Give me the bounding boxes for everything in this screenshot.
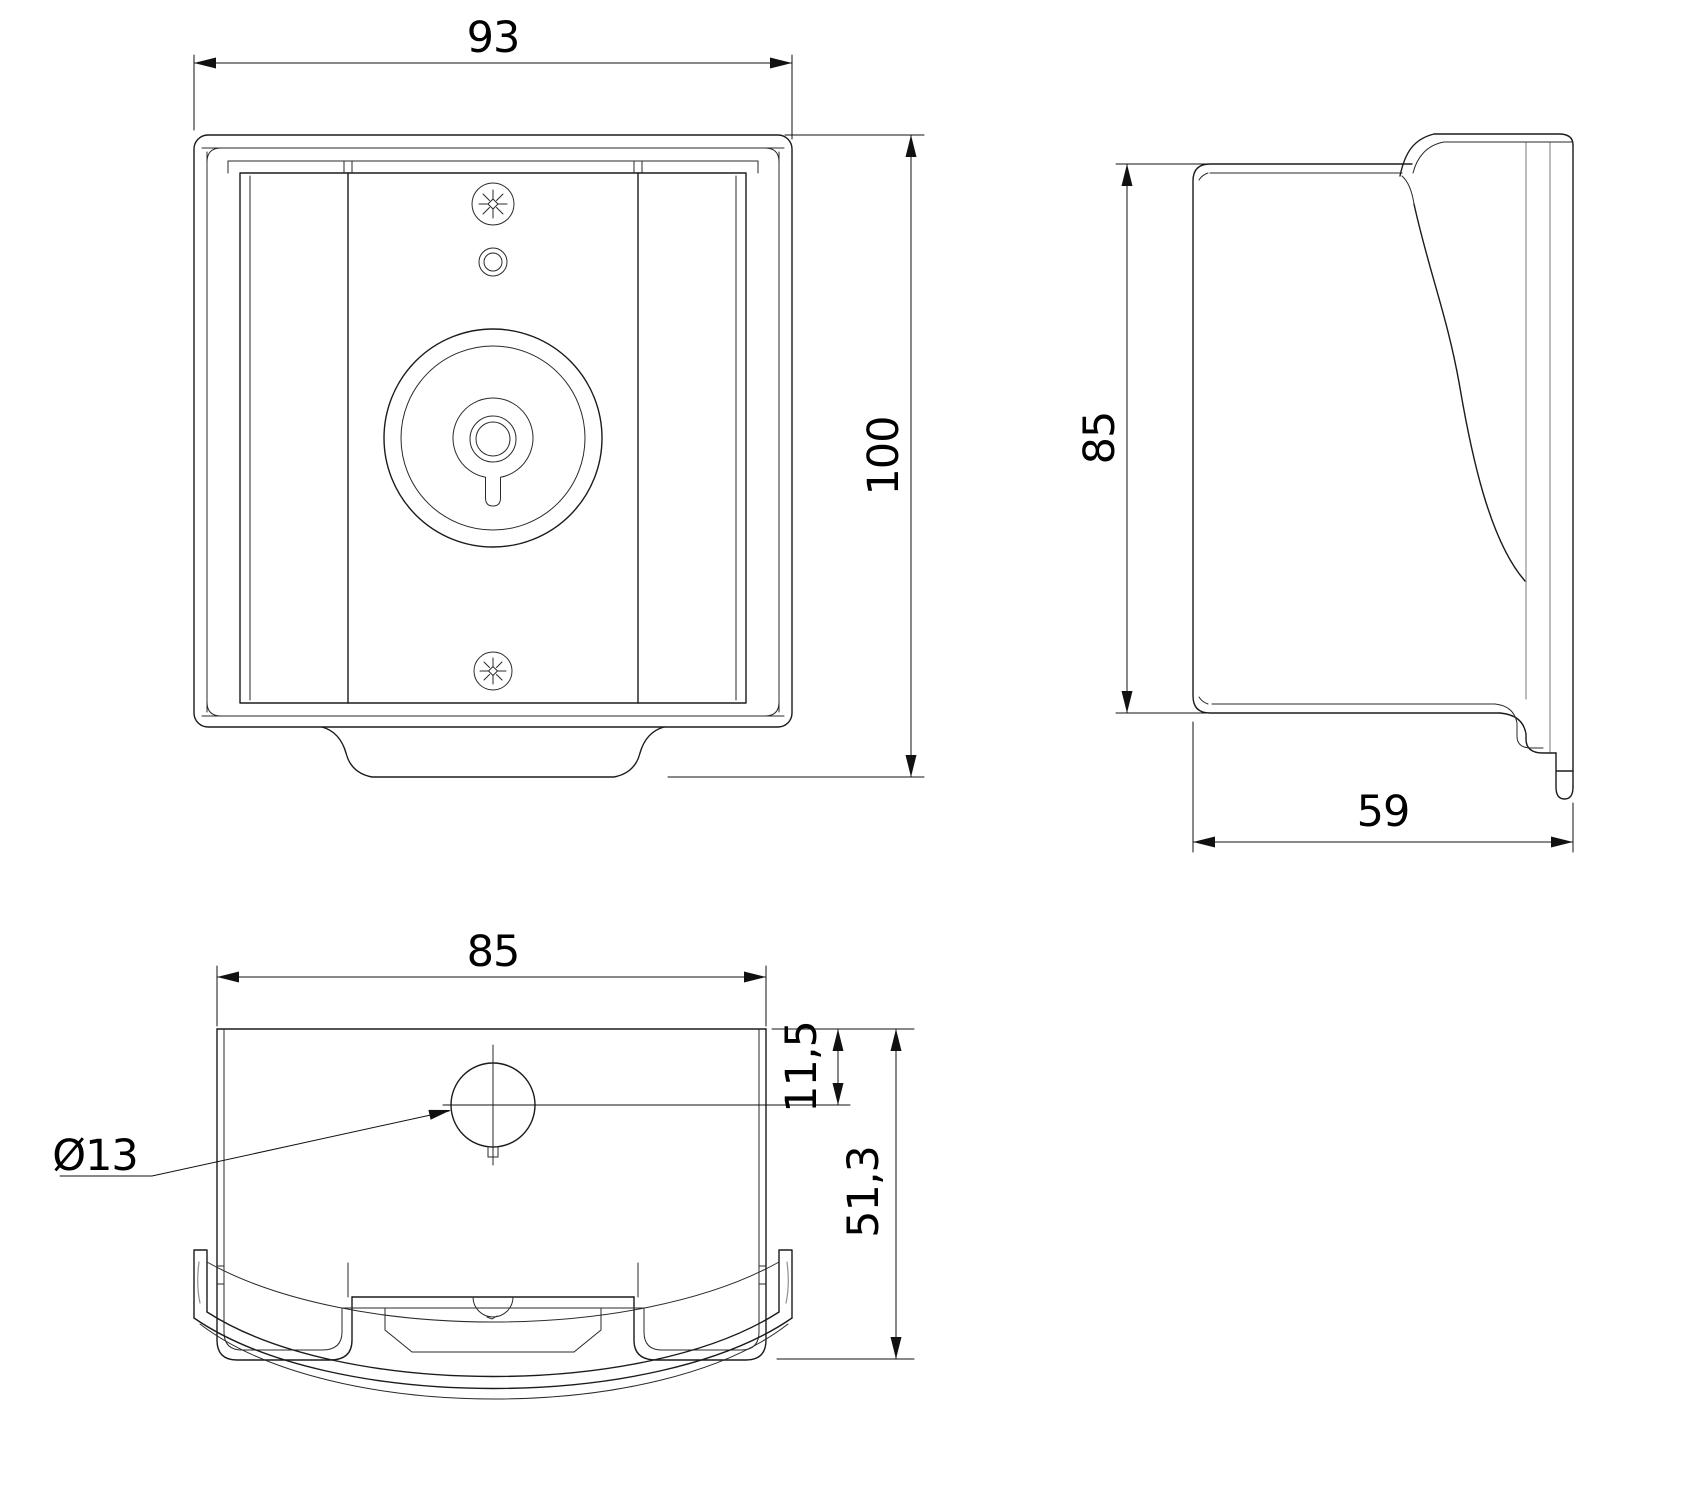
tray-notch	[472, 1296, 514, 1320]
dim-bottom-depth: 51,3	[771, 1028, 915, 1360]
dim-label-hole-offset: 11,5	[777, 1021, 827, 1113]
dim-side-depth: 59	[1192, 721, 1574, 853]
front-panel	[227, 160, 759, 704]
tray-pocket	[384, 1307, 602, 1353]
bottom-view	[193, 1028, 793, 1400]
side-body-outline	[1192, 163, 1501, 714]
dim-front-width: 93	[193, 13, 793, 140]
screw-top-icon	[471, 182, 515, 226]
dim-hole-offset: 11,5	[442, 1021, 851, 1113]
side-s-curve	[1413, 203, 1526, 582]
front-outer-outline	[193, 134, 793, 728]
front-inner-frame	[201, 147, 785, 717]
dim-label-side-height: 85	[1075, 412, 1125, 465]
clamp-stub-left	[193, 1249, 208, 1319]
cable-notch-square	[487, 1146, 499, 1158]
dim-label-front-height: 100	[859, 416, 909, 495]
key-boss-inner	[475, 421, 511, 457]
side-bottom-step	[1499, 712, 1557, 754]
screw-bottom-icon	[473, 651, 513, 691]
key-boss-outer	[469, 415, 517, 463]
bell-circle-inner	[400, 345, 586, 531]
clamp-spring-arcs	[193, 1261, 793, 1400]
dim-label-bottom-depth: 51,3	[839, 1146, 889, 1238]
dim-label-bottom-width: 85	[467, 927, 520, 977]
dim-side-height: 85	[1075, 163, 1209, 714]
clamp-channel-right-inner	[643, 1028, 760, 1351]
dim-label-side-depth: 59	[1357, 787, 1410, 837]
clamp-channel-left-outer	[216, 1028, 353, 1361]
side-hidden-plate-lines	[1525, 142, 1551, 753]
indicator-hole	[478, 247, 508, 277]
side-hook	[1555, 752, 1574, 800]
clamp-channel-left-inner	[223, 1028, 343, 1351]
dim-label-hole-diameter: Ø13	[52, 1131, 138, 1181]
dim-label-front-width: 93	[467, 13, 520, 63]
keyhole-outline	[452, 397, 534, 507]
clamp-tray	[341, 1262, 645, 1353]
keyhole-assembly	[383, 328, 603, 548]
label-hole-diameter: Ø13	[52, 1109, 451, 1181]
clamp-stub-right	[778, 1249, 793, 1319]
mounting-tab	[321, 726, 665, 778]
dim-bottom-width: 85	[216, 927, 767, 1027]
bell-circle-outer	[383, 328, 603, 548]
side-cap-outline	[1399, 133, 1574, 177]
front-view	[193, 134, 793, 778]
clamp-channel-right-outer	[633, 1028, 767, 1361]
dim-front-height: 100	[667, 134, 925, 778]
side-view	[1192, 133, 1574, 800]
